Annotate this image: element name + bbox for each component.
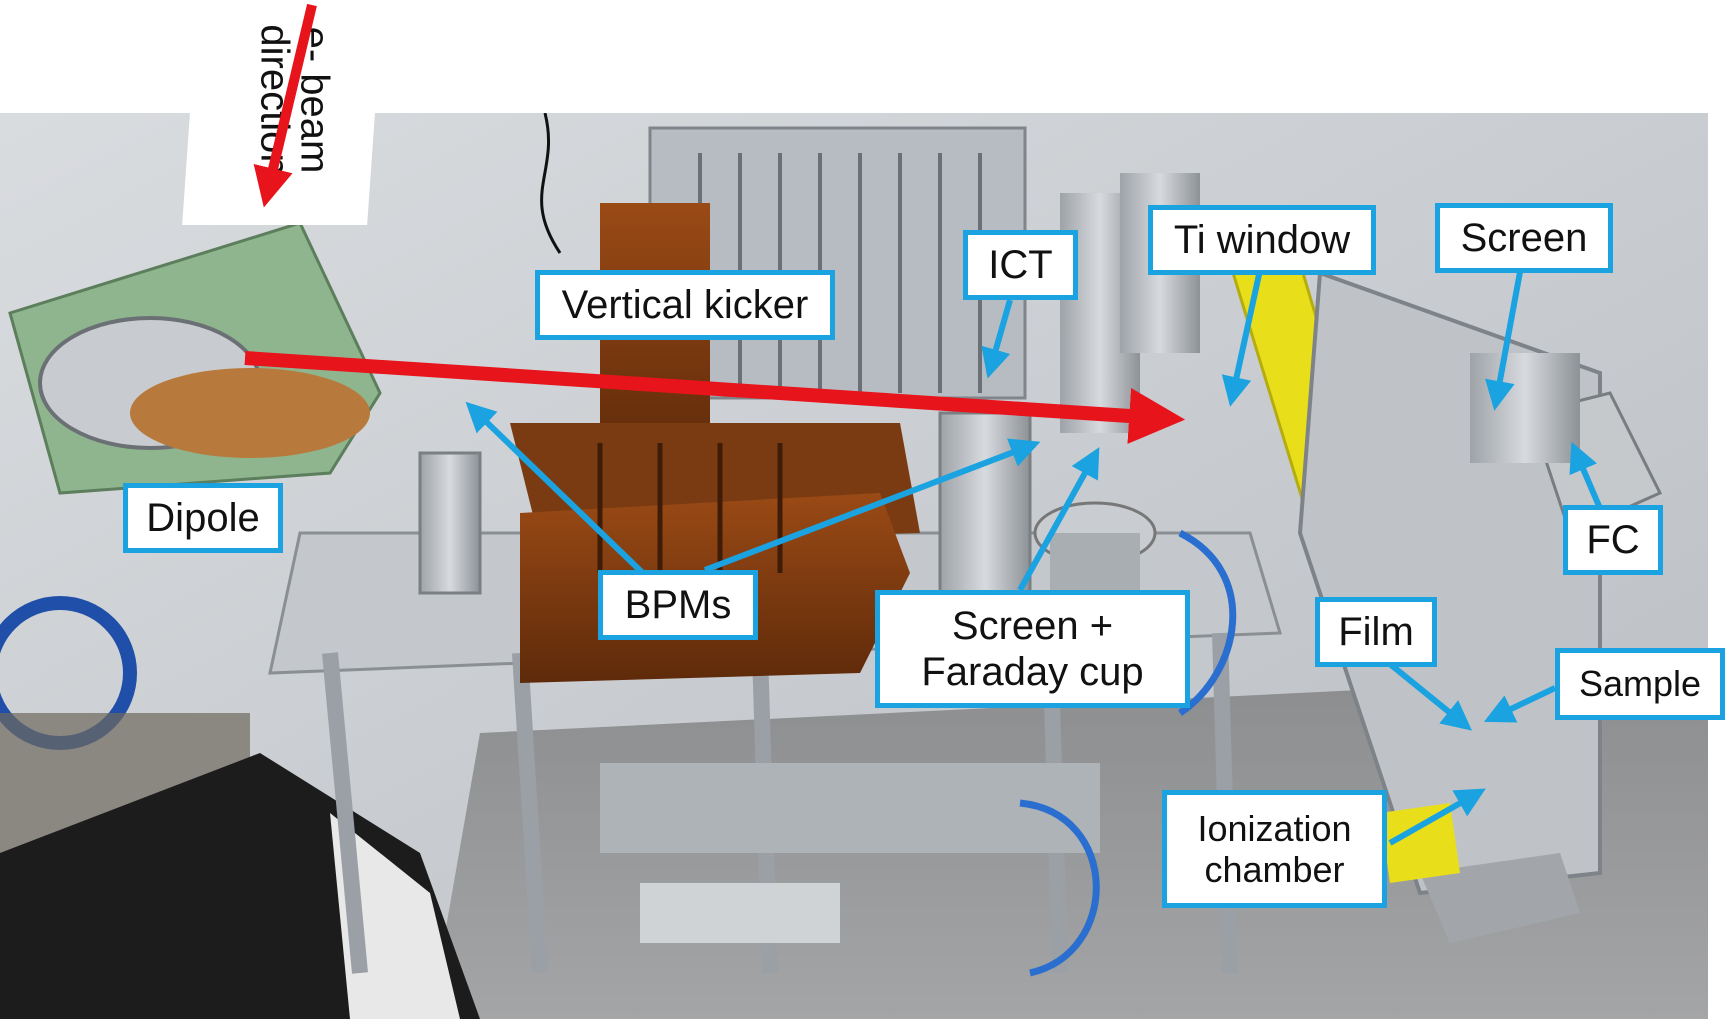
label-screen-top: Screen xyxy=(1435,203,1613,273)
label-ti-window: Ti window xyxy=(1148,205,1376,275)
label-dipole: Dipole xyxy=(123,483,283,553)
label-sample: Sample xyxy=(1555,648,1725,720)
beam-direction-label-box: e- beam direction xyxy=(225,0,365,200)
label-film: Film xyxy=(1315,597,1437,667)
label-bpms: BPMs xyxy=(598,570,758,640)
label-ionization-chamber: Ionization chamber xyxy=(1162,790,1387,908)
label-vertical-kicker: Vertical kicker xyxy=(535,270,835,340)
beam-direction-label: e- beam direction xyxy=(253,24,338,176)
label-ict: ICT xyxy=(963,230,1078,300)
label-screen-faraday-cup: Screen + Faraday cup xyxy=(875,590,1190,708)
label-fc: FC xyxy=(1563,505,1663,575)
